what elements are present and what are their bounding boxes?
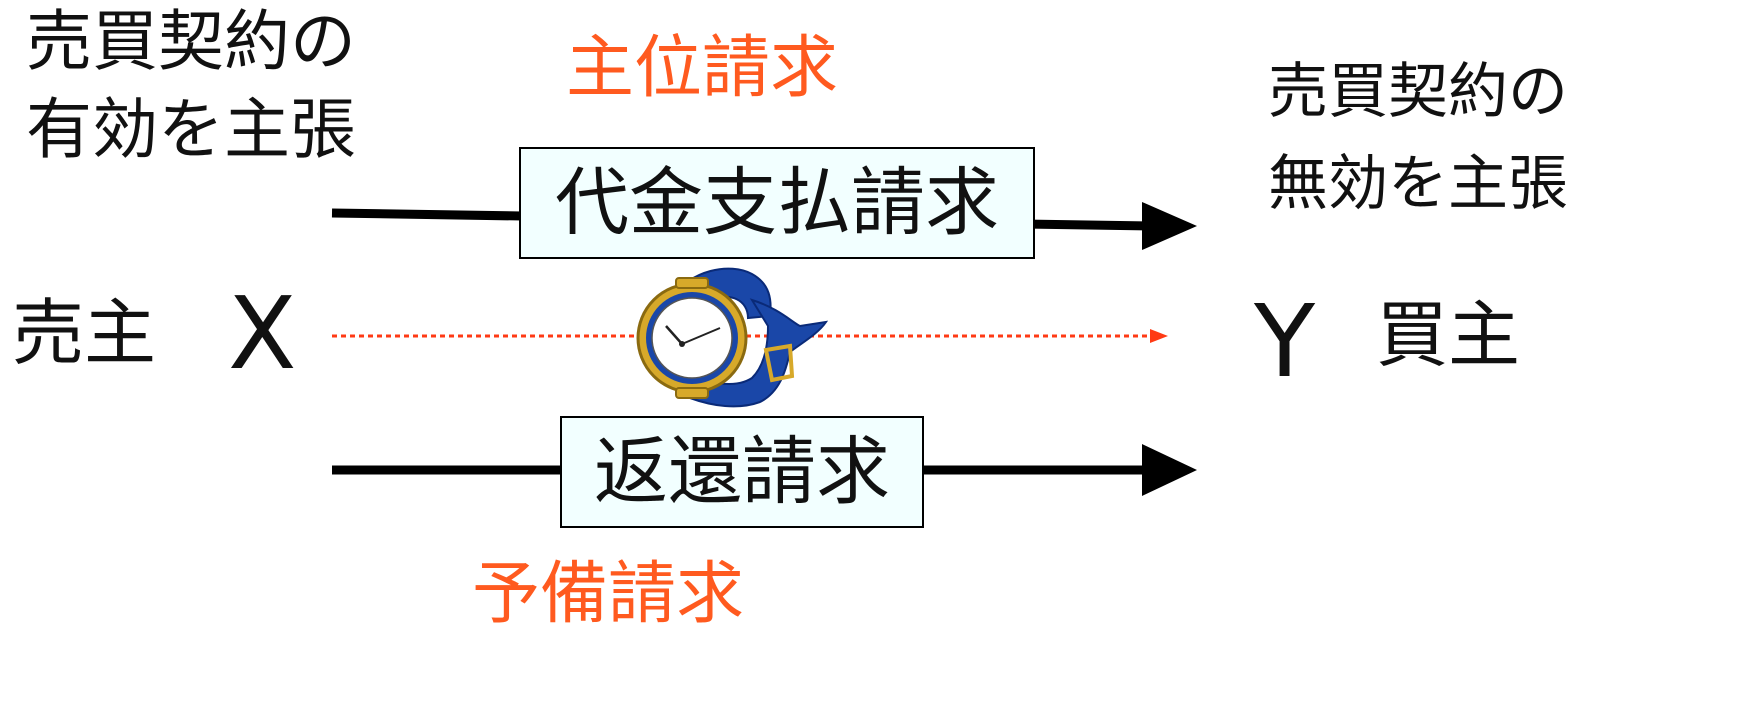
primary-claim-label: 主位請求 (566, 29, 839, 108)
buyer-claim-line1: 売買契約の (1268, 57, 1568, 127)
buyer-letter: Y (1254, 283, 1316, 400)
secondary-arrow-head (1142, 444, 1197, 496)
secondary-claim-box-text: 返還請求 (594, 429, 890, 515)
secondary-claim-label: 予備請求 (472, 555, 745, 634)
buyer-claim-line2: 無効を主張 (1268, 149, 1568, 219)
primary-arrow-head (1142, 202, 1197, 250)
primary-claim-box-text: 代金支払請求 (555, 160, 999, 246)
wristwatch-icon (636, 267, 829, 408)
seller-letter: X (228, 275, 297, 392)
seller-claim-line2: 有効を主張 (26, 91, 356, 168)
primary-claim-box: 代金支払請求 (519, 147, 1035, 259)
buyer-role: 買主 (1376, 293, 1521, 377)
secondary-claim-box: 返還請求 (560, 416, 924, 528)
seller-role: 売主 (12, 291, 157, 375)
seller-claim-line1: 売買契約の (26, 3, 356, 80)
delivery-arrow-head (1150, 329, 1168, 343)
